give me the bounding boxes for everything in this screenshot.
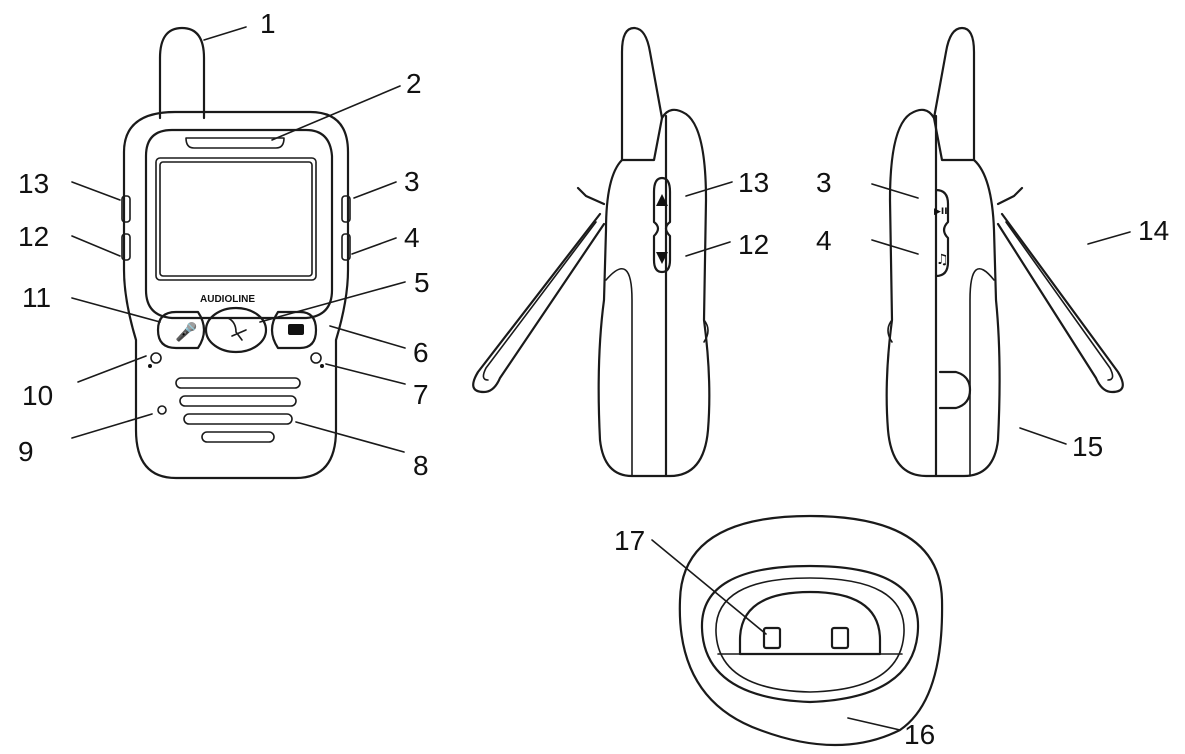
down-arrow-icon	[656, 252, 668, 264]
screen	[155, 157, 317, 281]
belt-clip-right	[996, 186, 1124, 394]
cradle-rim-inner	[715, 577, 905, 693]
side-body-right	[885, 108, 1001, 478]
side-buttons-right	[934, 188, 950, 278]
led-7	[310, 352, 322, 364]
front-body	[122, 110, 350, 480]
right-side-view: ▶II ♫ 3 4 14 15	[816, 26, 1169, 478]
callout-16: 16	[904, 719, 935, 750]
charging-contact-left	[762, 626, 782, 650]
side-button-4	[341, 233, 351, 261]
callout-7: 7	[413, 379, 429, 410]
antenna	[158, 26, 206, 120]
side-antenna-left	[620, 26, 664, 162]
callout-17: 17	[614, 525, 645, 556]
side-button-3	[341, 195, 351, 223]
led-10-dot	[148, 364, 152, 368]
callout-12: 12	[18, 221, 49, 252]
charging-cradle: 17 16	[614, 514, 944, 750]
cradle-outer	[678, 514, 944, 747]
callout-6: 6	[413, 337, 429, 368]
front-view: AUDIOLINE 🎤 1	[18, 8, 430, 481]
callout-2: 2	[406, 68, 422, 99]
side-antenna-right	[932, 26, 976, 162]
side-button-13	[121, 195, 131, 223]
callout-12-side: 12	[738, 229, 769, 260]
cradle-rim	[700, 564, 920, 704]
top-sensor	[185, 137, 285, 149]
left-side-view: 13 12	[472, 26, 769, 478]
back-panel-left	[605, 268, 633, 477]
callout-14: 14	[1138, 215, 1169, 246]
callout-4-side: 4	[816, 225, 832, 256]
callout-10: 10	[22, 380, 53, 411]
callout-3-side: 3	[816, 167, 832, 198]
speaker-grille	[175, 377, 301, 443]
callout-15: 15	[1072, 431, 1103, 462]
screen-inner	[159, 161, 313, 277]
led-7-dot	[320, 364, 324, 368]
menu-icon	[288, 324, 304, 335]
up-arrow-icon	[656, 194, 668, 206]
callout-5: 5	[414, 267, 430, 298]
microphone-icon: 🎤	[175, 321, 197, 343]
side-button-12	[121, 233, 131, 261]
music-icon: ♫	[936, 252, 949, 268]
charging-port	[938, 370, 972, 410]
side-jack-left	[703, 319, 709, 343]
side-jack-right	[887, 319, 893, 343]
callout-4: 4	[404, 222, 420, 253]
belt-clip-inner-right	[1005, 221, 1114, 381]
charging-contact-right	[830, 626, 850, 650]
play-pause-icon: ▶II	[934, 207, 948, 217]
screen-bezel	[144, 128, 334, 320]
led-10	[150, 352, 162, 364]
belt-clip-inner-left	[482, 221, 597, 381]
button-menu-6	[270, 310, 318, 350]
callout-8: 8	[413, 450, 429, 481]
cradle-well	[738, 590, 882, 656]
callout-13: 13	[18, 168, 49, 199]
music-note-icon	[227, 317, 247, 341]
button-talk-11	[156, 310, 206, 350]
volume-rocker	[652, 176, 672, 274]
back-panel-right	[969, 268, 995, 477]
callout-13-side: 13	[738, 167, 769, 198]
side-body-left	[597, 108, 711, 478]
microphone-9	[157, 405, 167, 415]
callout-11: 11	[22, 282, 51, 313]
button-center-5	[204, 306, 268, 354]
callout-1: 1	[260, 8, 276, 39]
callout-9: 9	[18, 436, 34, 467]
callout-3: 3	[404, 166, 420, 197]
belt-clip-left	[472, 186, 606, 394]
brand-label: AUDIOLINE	[200, 294, 255, 305]
